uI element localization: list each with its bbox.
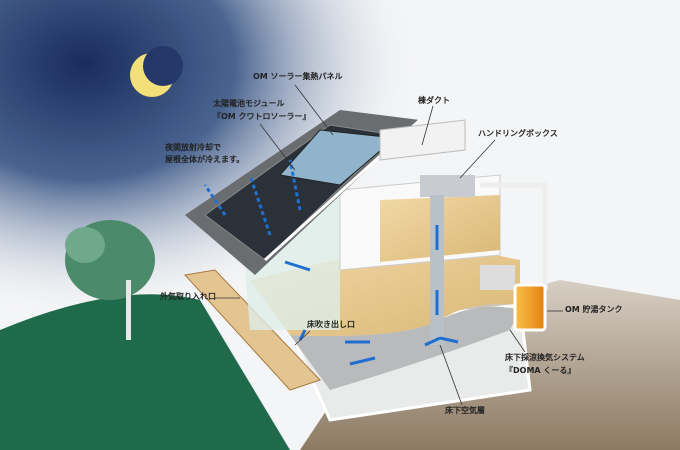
tree-trunk — [126, 280, 131, 340]
airflow-arrow — [203, 184, 227, 216]
label-ridge-duct: 棟ダクト — [418, 96, 450, 105]
handling-box — [420, 175, 475, 197]
label-outside-air-intake: 外気取り入れ口 — [160, 292, 216, 301]
label-pv-module: 太陽電池モジュール — [213, 99, 285, 108]
label-night-cooling-2: 屋根全体が冷えます。 — [165, 155, 245, 164]
label-solar-panel: OM ソーラー集熱パネル — [253, 72, 343, 81]
moon-icon — [130, 46, 183, 97]
label-underfloor-air-layer: 床下空気層 — [445, 406, 485, 415]
label-pv-module-name: 『OM クワトロソーラー』 — [213, 112, 311, 121]
vertical-duct — [430, 195, 444, 345]
hot-water-tank — [513, 283, 547, 332]
airflow-arrow — [288, 159, 302, 211]
label-floor-outlet: 床吹き出し口 — [307, 320, 355, 329]
airflow-arrow — [248, 174, 272, 236]
airflow-arrow — [424, 336, 441, 347]
underfloor-air-layer — [290, 306, 520, 390]
label-night-cooling: 夜間放射冷却で — [165, 143, 221, 152]
airflow-arrow — [284, 260, 311, 272]
label-doma-name: 『DOMA くーる』 — [505, 366, 576, 375]
tank-pipe — [480, 182, 548, 290]
label-hot-water-tank: OM 貯湯タンク — [565, 305, 623, 314]
airflow-arrows — [203, 159, 459, 366]
label-handling-box: ハンドリングボックス — [478, 129, 558, 138]
airflow-arrow — [349, 356, 376, 366]
airflow-arrow — [439, 336, 459, 344]
leader-lines — [215, 84, 563, 406]
airflow-arrow — [298, 329, 307, 341]
bathtub — [480, 265, 515, 290]
ridge-duct — [379, 119, 466, 161]
solar-collector-panel — [279, 129, 397, 186]
tree-foliage-highlight — [65, 227, 105, 263]
label-doma-system: 床下採涼換気システム — [505, 353, 585, 362]
green-hill — [0, 294, 290, 450]
